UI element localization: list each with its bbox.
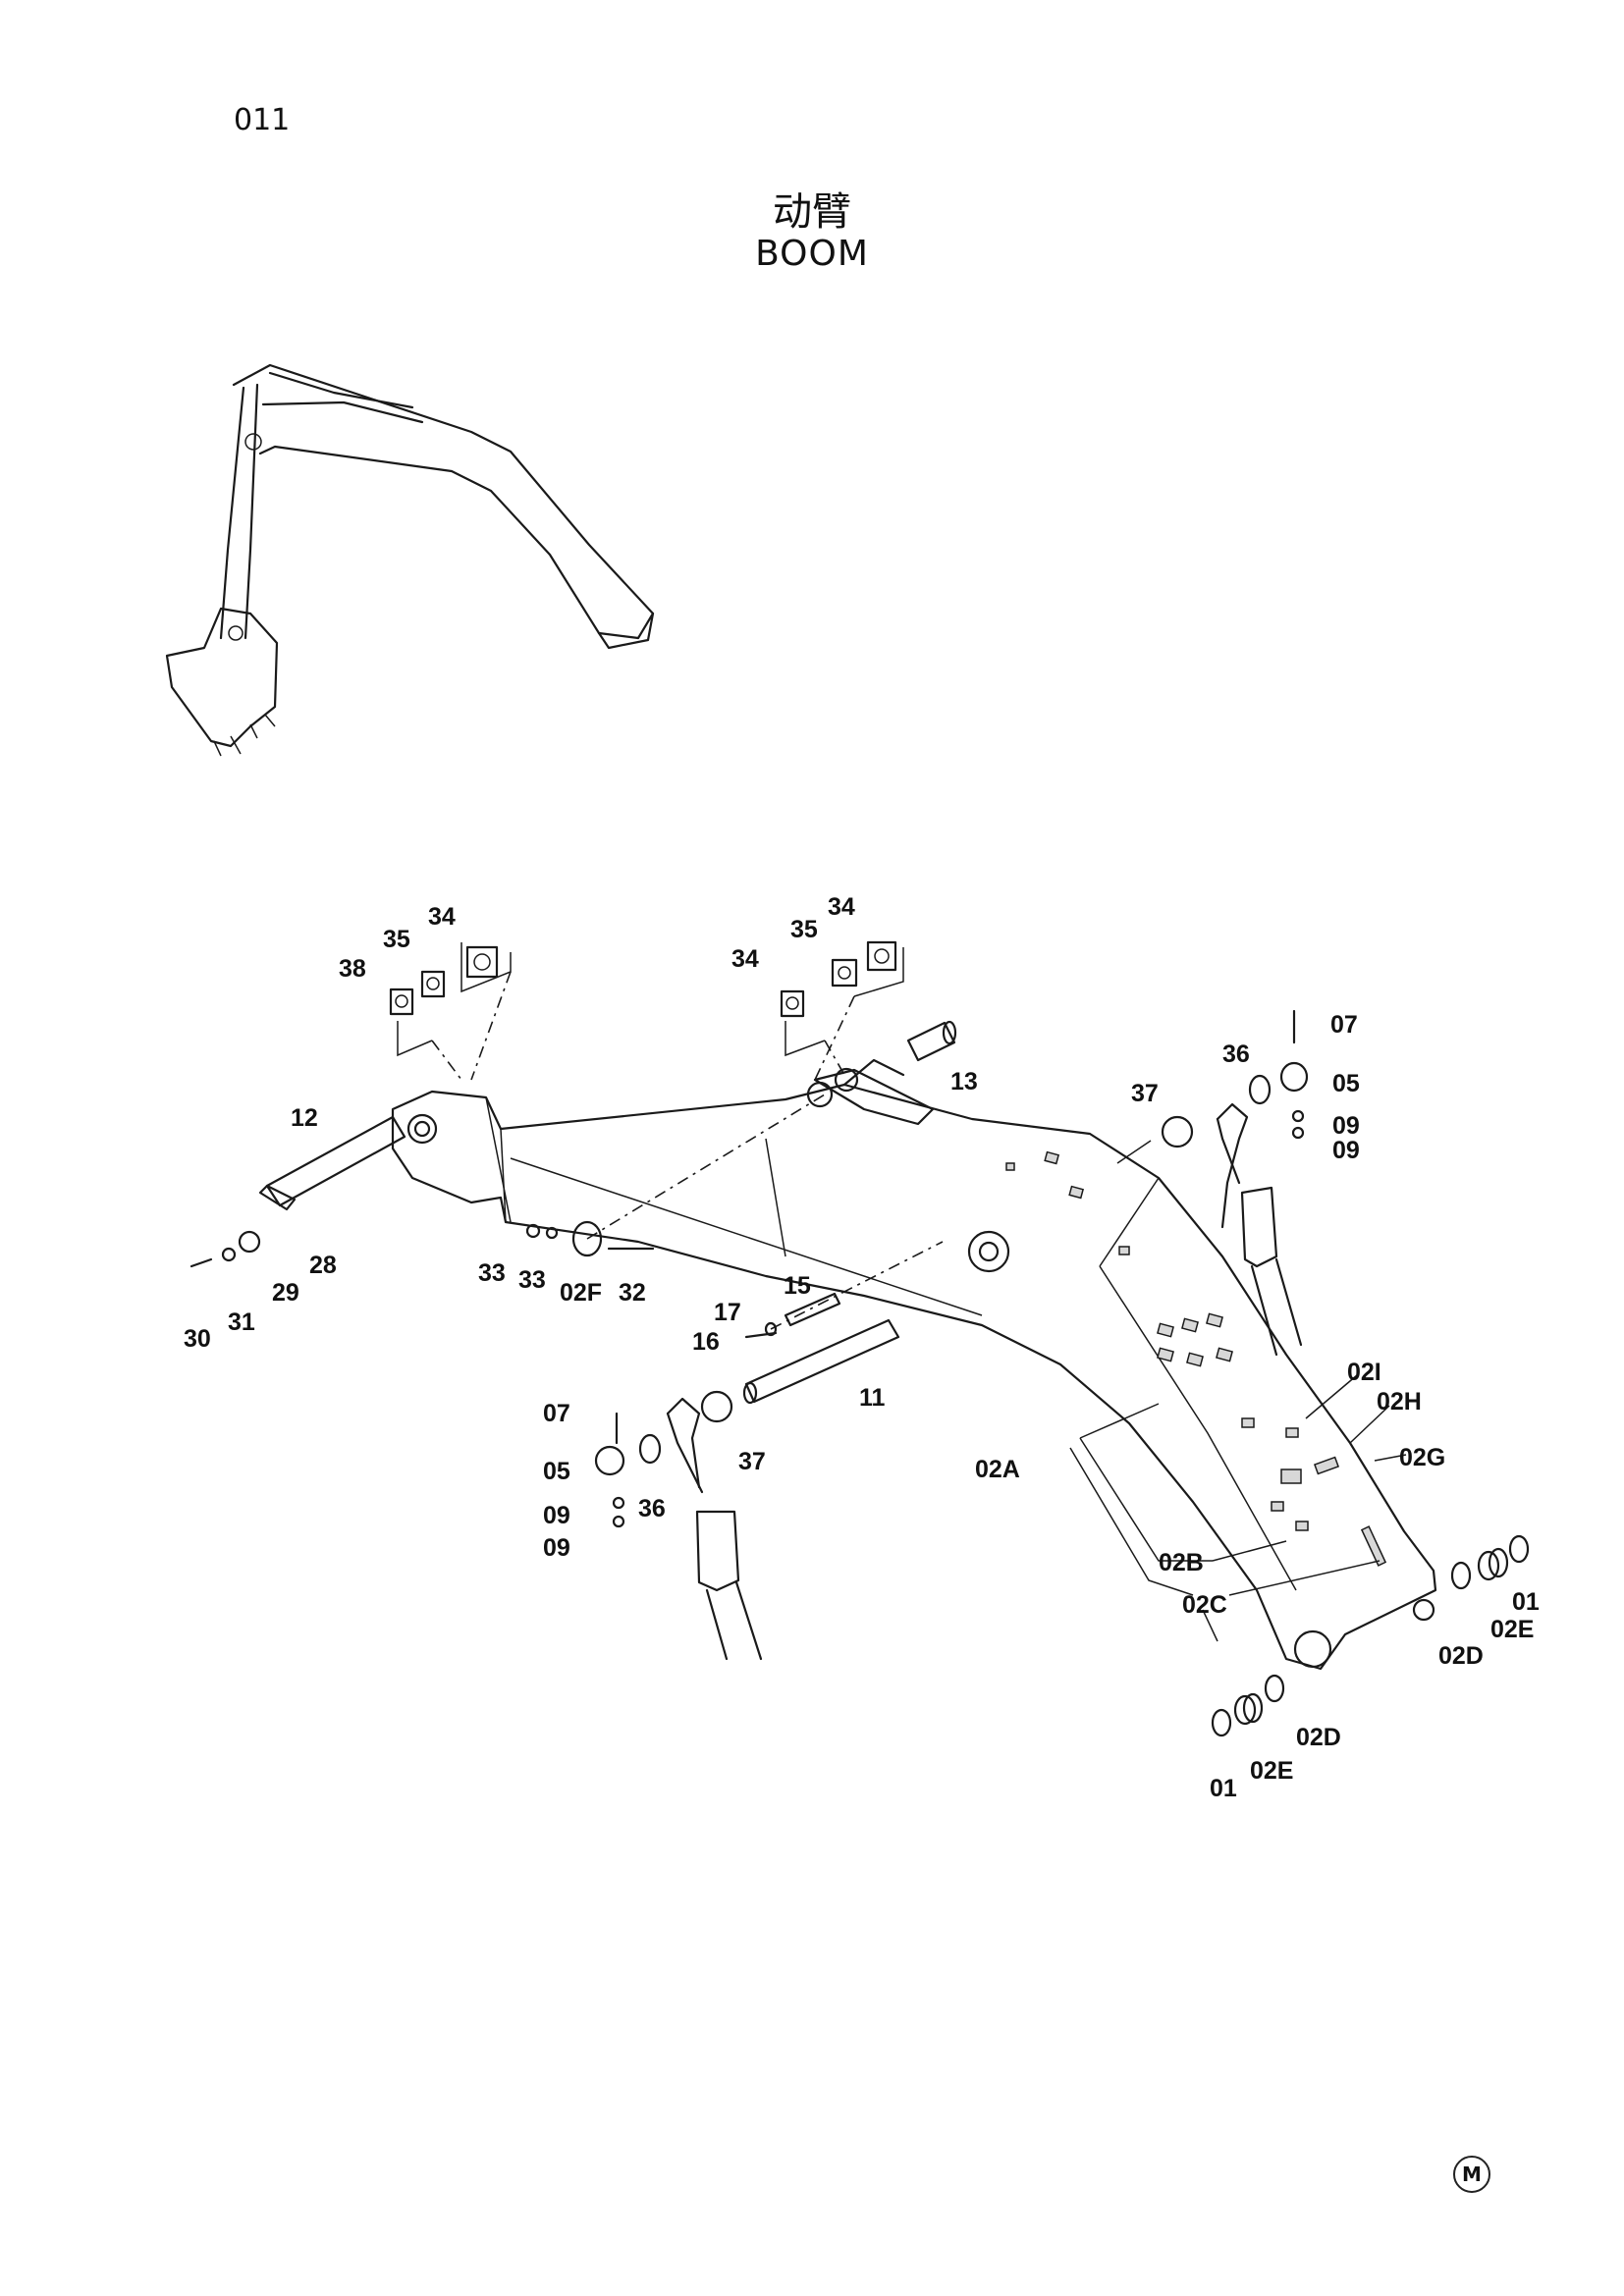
callout: 02A: [975, 1456, 1020, 1483]
callout: 02D: [1296, 1724, 1341, 1751]
callout: 09: [543, 1534, 570, 1562]
callout: 33: [478, 1259, 506, 1287]
callout: 34: [828, 893, 855, 921]
callout: 17: [714, 1299, 741, 1326]
callout: 09: [1332, 1112, 1360, 1140]
callout: 34: [731, 945, 759, 973]
callout: 11: [859, 1384, 886, 1412]
leader-lines: [1069, 1140, 1407, 1642]
decals: [389, 940, 904, 1057]
callout: 01: [1512, 1588, 1540, 1616]
callout: 02B: [1159, 1549, 1204, 1576]
callout: 35: [790, 916, 818, 943]
callout: 05: [1332, 1070, 1360, 1097]
callout: 37: [1131, 1080, 1159, 1107]
callout: 02F: [560, 1279, 602, 1307]
page-code: 011: [234, 103, 291, 137]
callout: 29: [272, 1279, 299, 1307]
diagram-title-english: BOOM: [755, 234, 869, 274]
diagram-title-chinese: 动臂: [773, 189, 851, 235]
callout: 02D: [1438, 1642, 1484, 1670]
callout: 02H: [1377, 1388, 1422, 1415]
callout: 02I: [1347, 1359, 1381, 1386]
callout: 35: [383, 926, 410, 953]
callout: 28: [309, 1252, 337, 1279]
manufacturer-mark: M: [1453, 2156, 1490, 2193]
callout: 01: [1210, 1775, 1237, 1802]
callout: 38: [339, 955, 366, 983]
callout: 02E: [1250, 1757, 1293, 1785]
callout: 02G: [1399, 1444, 1445, 1471]
callout: 37: [738, 1448, 766, 1475]
callout: 13: [950, 1068, 978, 1095]
callout-labels: 01 01 02A 02B 02C 02D 02D 02E 02E 02F 02…: [184, 893, 1540, 1802]
callout: 33: [518, 1266, 546, 1294]
callout: 16: [692, 1328, 720, 1356]
callout: 09: [543, 1502, 570, 1529]
excavator-arm-overview: [165, 363, 655, 757]
callout: 31: [228, 1308, 255, 1336]
callout: 02E: [1490, 1616, 1534, 1643]
callout: 09: [1332, 1137, 1360, 1164]
callout: 34: [428, 903, 456, 931]
callout: 12: [291, 1104, 318, 1132]
callout: 02C: [1182, 1591, 1227, 1619]
callout: 15: [784, 1272, 811, 1300]
callout: 07: [1330, 1011, 1358, 1039]
dashed-reference-lines: [431, 971, 944, 1330]
callout: 32: [619, 1279, 646, 1307]
callout: 05: [543, 1458, 570, 1485]
boom-body: [391, 1058, 1437, 1671]
callout: 36: [1222, 1041, 1250, 1068]
pins-and-cylinders: [189, 1009, 1530, 1737]
callout: 07: [543, 1400, 570, 1427]
callout: 30: [184, 1325, 211, 1353]
callout: 36: [638, 1495, 666, 1522]
